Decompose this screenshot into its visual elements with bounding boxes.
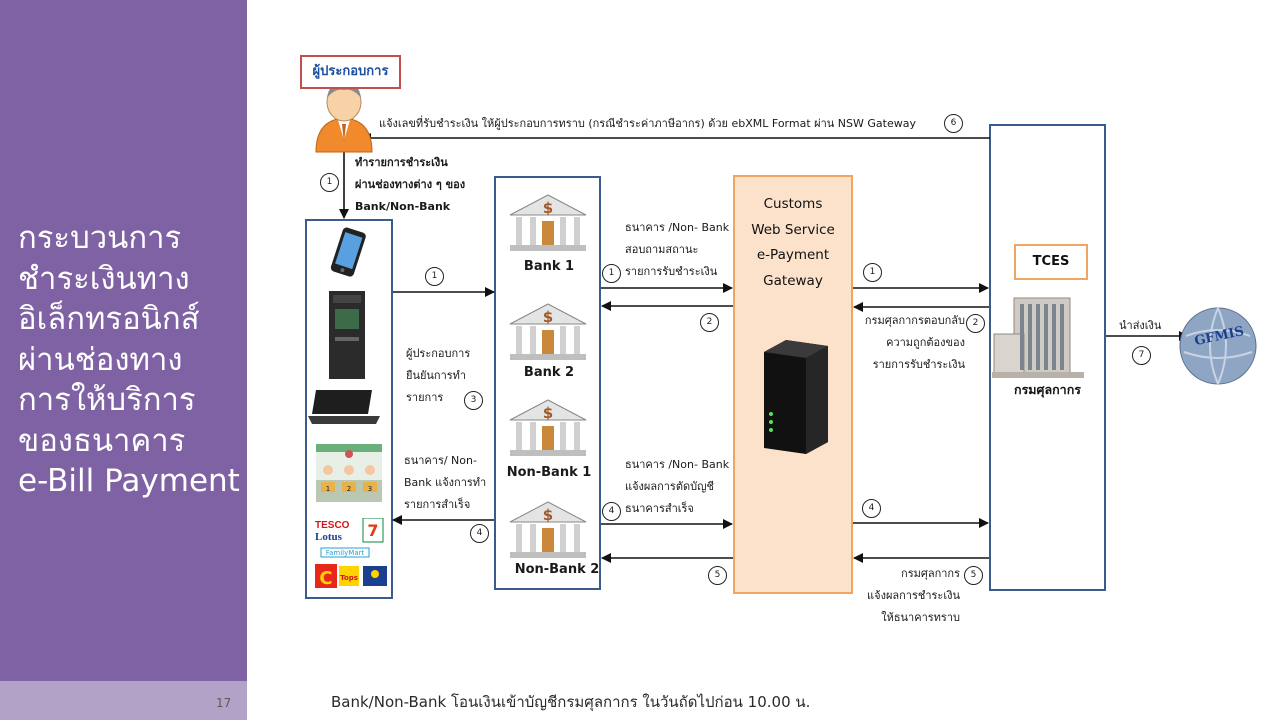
step-7-marker: 7 <box>1132 346 1151 365</box>
footer-note: Bank/Non-Bank โอนเงินเข้าบัญชีกรมศุลกากร… <box>331 693 811 711</box>
step-2-marker-bank: 2 <box>700 313 719 332</box>
svg-text:$: $ <box>543 404 553 422</box>
bank-counter-icon: 1 2 3 <box>316 444 382 502</box>
customs-notify-text: กรมศุลกากร แจ้งผลการชำระเงิน ให้ธนาคารทร… <box>867 567 960 624</box>
banks-box <box>494 176 601 590</box>
bank-1-label: Bank 1 <box>523 259 575 274</box>
success-notify-text: ธนาคาร/ Non- Bank แจ้งการทำ รายการสำเร็จ <box>404 454 487 511</box>
svg-text:C: C <box>319 568 332 589</box>
non-bank-1-label: Non-Bank 1 <box>506 465 592 480</box>
non-bank-2-label: Non-Bank 2 <box>514 562 600 577</box>
laptop-icon <box>308 390 380 424</box>
deduct-text: ธนาคาร /Non- Bank แจ้งผลการตัดบัญชี ธนาค… <box>625 458 730 515</box>
operator-person-icon <box>315 82 373 153</box>
gfmis-globe-icon: GFMIS <box>1179 307 1257 385</box>
svg-text:7: 7 <box>367 521 378 540</box>
customs-building-icon <box>992 297 1084 378</box>
bank-1-icon: $ <box>509 194 587 251</box>
slide-title: กระบวนการ ชำระเงินทาง อิเล็กทรอนิกส์ ผ่า… <box>18 220 240 499</box>
step-3-marker: 3 <box>464 391 483 410</box>
sidebar-footer-band <box>0 681 247 720</box>
non-bank-2-icon: $ <box>509 501 587 558</box>
customs-box <box>989 124 1106 591</box>
svg-text:2: 2 <box>347 485 351 493</box>
tops-logo: Tops <box>340 574 358 582</box>
gateway-title: Customs Web Service e-Payment Gateway <box>751 196 835 289</box>
step-1-marker-channel: 1 <box>425 267 444 286</box>
tesco-logo: TESCO <box>315 520 350 531</box>
svg-text:$: $ <box>543 506 553 524</box>
customs-department-label: กรมศุลกากร <box>1014 382 1081 397</box>
non-bank-1-icon: $ <box>509 399 587 456</box>
step-5-marker-customs: 5 <box>964 566 983 585</box>
step-1-marker-bank: 1 <box>602 264 621 283</box>
operator-label: ผู้ประกอบการ <box>300 55 401 89</box>
svg-text:$: $ <box>543 308 553 326</box>
bank-2-label: Bank 2 <box>523 365 575 380</box>
svg-text:3: 3 <box>368 485 372 493</box>
svg-text:$: $ <box>543 199 553 217</box>
inquiry-text: ธนาคาร /Non- Bank สอบถามสถานะ รายการรับช… <box>625 221 730 278</box>
familymart-logo: FamilyMart <box>326 549 365 557</box>
confirm-text: ผู้ประกอบการ ยืนยันการทำ รายการ <box>406 347 471 404</box>
svg-text:1: 1 <box>326 485 330 493</box>
customs-reply-text: กรมศุลกากรตอบกลับ ความถูกต้องของ รายการร… <box>864 314 965 371</box>
store-logos: TESCO Lotus 7 FamilyMart C Tops <box>315 518 387 589</box>
bank-2-icon: $ <box>509 303 587 360</box>
lotus-logo: Lotus <box>315 531 343 543</box>
step-4-marker-bank: 4 <box>602 502 621 521</box>
tces-label: TCES <box>1014 244 1088 280</box>
step-1-marker-operator: 1 <box>320 173 339 192</box>
remit-text: นำส่งเงิน <box>1119 319 1162 332</box>
sidebar <box>0 0 247 720</box>
step-5-marker-bank: 5 <box>708 566 727 585</box>
notify-text: แจ้งเลขที่รับชำระเงิน ให้ผู้ประกอบการทรา… <box>379 117 916 130</box>
server-icon <box>764 340 828 454</box>
pay-channels-text: ทำรายการชำระเงิน ผ่านช่องทางต่าง ๆ ของ B… <box>355 156 466 213</box>
step-4-marker-gateway: 4 <box>862 499 881 518</box>
step-2-marker-customs: 2 <box>966 314 985 333</box>
step-1-marker-gateway: 1 <box>863 263 882 282</box>
step-6-marker: 6 <box>944 114 963 133</box>
smartphone-icon <box>330 227 366 277</box>
step-4-marker-channel: 4 <box>470 524 489 543</box>
payment-channels-box <box>305 219 393 599</box>
page-number: 17 <box>216 696 232 710</box>
atm-icon <box>329 291 365 379</box>
